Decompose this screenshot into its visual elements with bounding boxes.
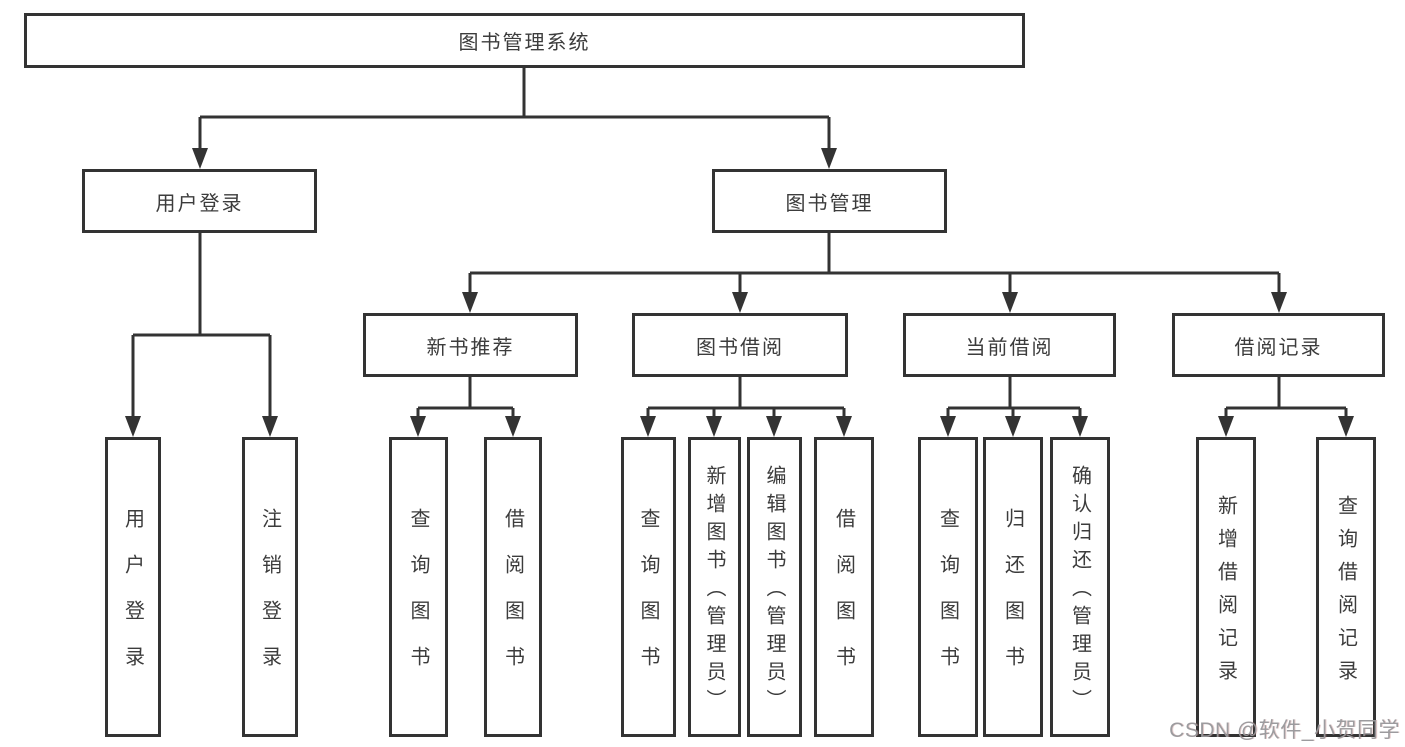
leaf-user-login: 用户登录: [105, 437, 161, 737]
leaf-add-borrow-record: 新增借阅记录: [1196, 437, 1256, 737]
csdn-watermark: CSDN @软件_小贺同学: [1169, 719, 1400, 742]
node-system-root: 图书管理系统: [24, 13, 1025, 68]
leaf-borrow-book-1: 借阅图书: [484, 437, 542, 737]
leaf-return-book: 归还图书: [983, 437, 1043, 737]
leaf-query-book-3: 查询图书: [918, 437, 978, 737]
leaf-add-book-admin: 新增图书（管理员）: [688, 437, 741, 737]
connectors-current-borrow: [940, 377, 1088, 437]
connectors-book-management: [462, 233, 1287, 313]
leaf-edit-book-admin: 编辑图书（管理员）: [747, 437, 802, 737]
node-borrow-record: 借阅记录: [1172, 313, 1385, 377]
connectors-root: [192, 68, 837, 169]
leaf-query-book-1: 查询图书: [389, 437, 448, 737]
leaf-confirm-return-admin: 确认归还（管理员）: [1050, 437, 1110, 737]
connectors-user-login: [125, 232, 278, 437]
node-book-borrow: 图书借阅: [632, 313, 848, 377]
connectors-new-book: [410, 377, 521, 437]
connectors-book-borrow: [640, 377, 852, 437]
node-user-login: 用户登录: [82, 169, 317, 233]
leaf-borrow-book-2: 借阅图书: [814, 437, 874, 737]
leaf-query-borrow-record: 查询借阅记录: [1316, 437, 1376, 737]
node-new-book-recommend: 新书推荐: [363, 313, 578, 377]
leaf-query-book-2: 查询图书: [621, 437, 676, 737]
connectors-borrow-record: [1218, 377, 1354, 437]
node-book-management: 图书管理: [712, 169, 947, 233]
node-current-borrow: 当前借阅: [903, 313, 1116, 377]
leaf-logout: 注销登录: [242, 437, 298, 737]
